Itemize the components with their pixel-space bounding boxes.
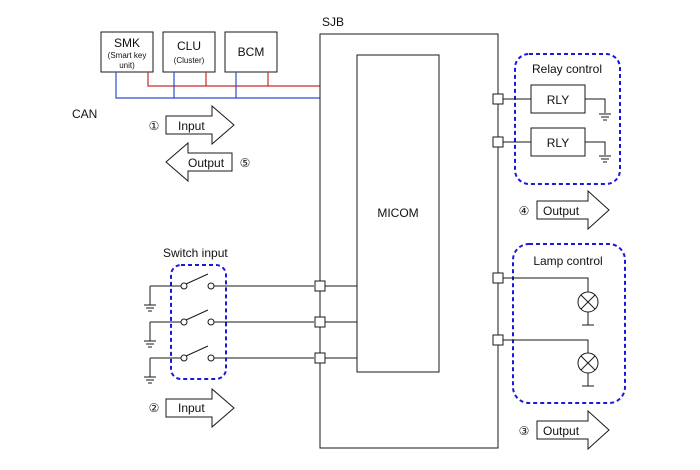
sjb-box [319, 33, 499, 449]
switch-1 [143, 273, 314, 312]
lamp-group-border [512, 243, 626, 404]
can-output-label: Output [188, 156, 225, 170]
lamp-output-label: Output [543, 424, 580, 438]
switch-input-arrow: ② Input [149, 387, 235, 429]
smk-box: SMK (Smart key unit) [100, 31, 154, 73]
relay-2-label: RLY [547, 136, 569, 150]
can-bus [115, 72, 320, 99]
can-input-number: ① [149, 119, 160, 133]
can-label: CAN [72, 107, 97, 121]
sjb-label: SJB [322, 15, 344, 29]
bcm-label: BCM [238, 45, 265, 59]
clu-label: CLU [177, 39, 201, 53]
relay-output-number: ④ [519, 204, 530, 218]
can-input-label: Input [178, 119, 205, 133]
relay-2: RLY [492, 127, 612, 163]
lamp-output-number: ③ [519, 424, 530, 438]
lamp-2 [492, 334, 599, 387]
switch-3 [143, 345, 314, 384]
relay-output-arrow: ④ Output [519, 189, 610, 231]
micom-box [356, 54, 440, 373]
can-output-arrow: Output ⑤ [165, 141, 251, 183]
can-output-number: ⑤ [240, 156, 251, 170]
relay-output-label: Output [543, 204, 580, 218]
clu-box: CLU (Cluster) [162, 31, 216, 73]
lamp-output-arrow: ③ Output [519, 409, 610, 451]
smk-sublabel-2: unit) [119, 61, 135, 70]
smk-sublabel-1: (Smart key [108, 51, 147, 60]
bcm-box: BCM [224, 31, 278, 73]
can-input-arrow: ① Input [149, 104, 235, 146]
switch-group-label: Switch input [163, 246, 228, 260]
micom-label: MICOM [377, 206, 418, 220]
relay-1-label: RLY [547, 93, 569, 107]
relay-1: RLY [492, 84, 612, 121]
relay-group-border [514, 53, 621, 185]
smk-label: SMK [114, 36, 140, 50]
switch-group-border [170, 264, 227, 380]
lamp-group-label: Lamp control [533, 254, 602, 268]
relay-group-label: Relay control [532, 62, 602, 76]
switch-input-label: Input [178, 401, 205, 415]
switch-terminals [314, 280, 357, 364]
clu-sublabel: (Cluster) [174, 56, 205, 65]
switch-2 [143, 309, 314, 348]
lamp-1 [492, 272, 599, 326]
switch-input-number: ② [149, 401, 160, 415]
